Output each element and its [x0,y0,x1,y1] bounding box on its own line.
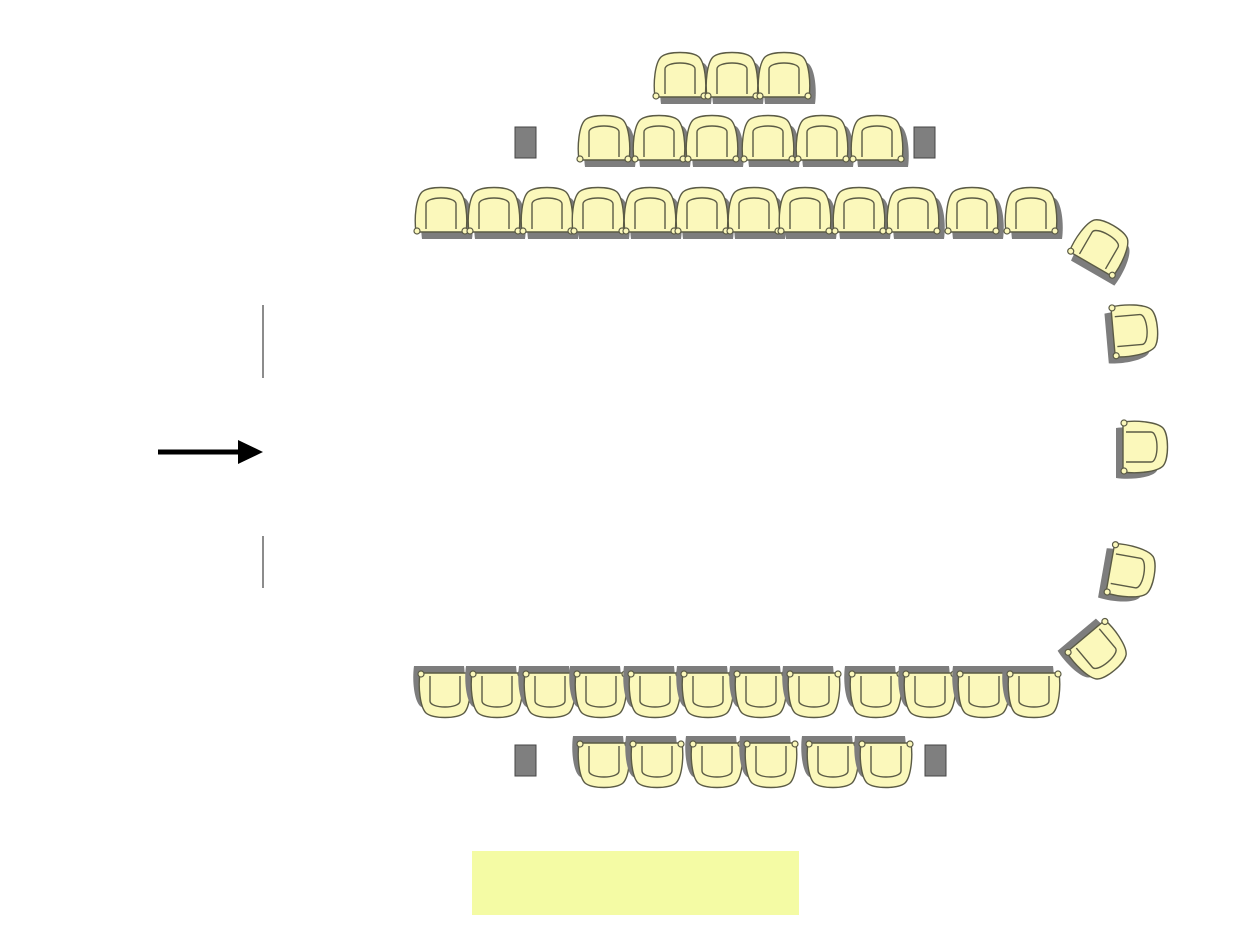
armchair-icon [568,665,629,719]
armchair-icon [777,186,838,240]
armchair-icon [897,665,958,719]
armchair-icon [1063,211,1142,287]
armchair-icon [1056,612,1136,692]
armchair-icon [800,735,861,789]
armchair-icon [624,735,685,789]
armchair-icon [631,114,692,168]
armchair-icon [704,51,765,105]
armchair-icon [413,186,474,240]
armchair-icon [652,51,713,105]
armchair-icon [576,114,637,168]
armchair-icon [675,665,736,719]
gray-block-icon [924,744,947,777]
armchair-icon [571,735,632,789]
armchair-icon [728,665,789,719]
armchair-icon [843,665,904,719]
armchair-icon [853,735,914,789]
armchair-icon [726,186,787,240]
gray-block-icon [514,126,537,159]
gray-block-icon [913,126,936,159]
chairs-layer [412,51,1169,789]
armchair-icon [1115,419,1169,480]
right-arrow-icon [158,440,263,464]
armchair-icon [831,186,892,240]
armchair-icon [464,665,525,719]
armchair-icon [570,186,631,240]
armchair-icon [466,186,527,240]
armchair-icon [412,665,473,719]
armchair-icon [740,114,801,168]
armchair-icon [1001,665,1062,719]
gray-block-icon [514,744,537,777]
armchair-icon [738,735,799,789]
armchair-icon [944,186,1005,240]
armchair-icon [951,665,1012,719]
blocks-layer [514,126,947,777]
armchair-icon [519,186,580,240]
label-box [472,851,799,915]
armchair-icon [1103,300,1161,365]
armchair-icon [756,51,817,105]
armchair-icon [794,114,855,168]
armchair-icon [1003,186,1064,240]
armchair-icon [1097,539,1160,608]
armchair-icon [684,735,745,789]
armchair-icon [781,665,842,719]
armchair-icon [674,186,735,240]
armchair-icon [849,114,910,168]
armchair-icon [684,114,745,168]
armchair-icon [622,665,683,719]
armchair-icon [622,186,683,240]
armchair-icon [885,186,946,240]
armchair-icon [517,665,578,719]
